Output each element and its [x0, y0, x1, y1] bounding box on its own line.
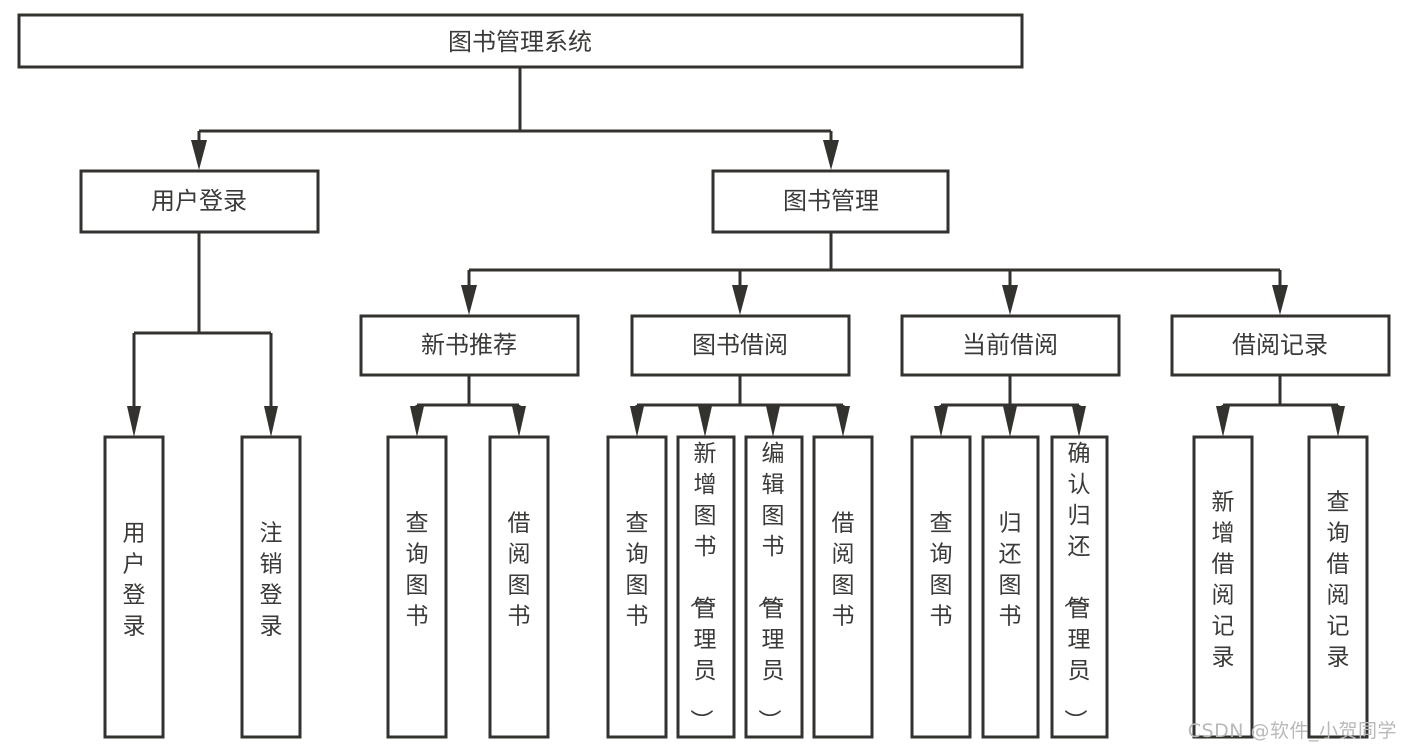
node-leaf-logout-box[interactable]: [240, 435, 302, 739]
arrow-to-leaf-return-book: [1003, 406, 1017, 437]
node-user-login-box[interactable]: [79, 169, 320, 234]
node-leaf-edit-book-label: 编辑图书（管理员）: [756, 441, 785, 732]
node-book-borrow-label: 图书借阅: [692, 331, 788, 359]
node-leaf-query-record[interactable]: 查询借阅记录: [1307, 435, 1369, 739]
node-root-box[interactable]: [17, 13, 1024, 69]
edge-group-userlogin-to-leaves: [127, 232, 278, 437]
node-leaf-add-record-label: 新增借阅记录: [1212, 490, 1235, 671]
node-leaf-query-book-borrow-label: 查询图书: [626, 511, 649, 630]
node-root-label: 图书管理系统: [448, 28, 592, 56]
arrow-to-leaf-query-record: [1331, 406, 1345, 437]
node-leaf-borrow-book-rec[interactable]: 借阅图书: [488, 435, 550, 739]
node-leaf-return-book-box[interactable]: [981, 435, 1040, 739]
node-new-book-recommend-label: 新书推荐: [421, 331, 517, 359]
node-leaf-query-book-rec[interactable]: 查询图书: [386, 435, 448, 739]
node-leaf-confirm-return-box[interactable]: [1050, 435, 1109, 739]
node-current-borrow[interactable]: 当前借阅: [900, 314, 1121, 377]
node-leaf-logout-label: 注销登录: [260, 521, 283, 640]
node-book-borrow[interactable]: 图书借阅: [630, 314, 851, 377]
arrow-to-book-borrow: [732, 285, 748, 315]
arrow-to-current-borrow: [1002, 285, 1018, 315]
arrow-to-leaf-query-book-3: [934, 406, 948, 437]
node-leaf-add-book-box[interactable]: [676, 435, 736, 739]
edge-group-newbookrec-to-leaves: [410, 375, 526, 437]
edge-group-root-to-level2: [191, 67, 839, 170]
node-current-borrow-box[interactable]: [900, 314, 1121, 377]
node-leaf-confirm-return-label: 确认归还（管理员）: [1062, 441, 1091, 732]
node-leaf-user-login-box[interactable]: [103, 435, 165, 739]
arrow-to-leaf-add-book: [698, 406, 712, 437]
arrow-to-leaf-query-book-2: [630, 406, 644, 437]
node-borrow-record[interactable]: 借阅记录: [1170, 314, 1391, 377]
node-leaf-user-login-label: 用户登录: [123, 521, 146, 640]
arrow-to-leaf-logout: [264, 406, 278, 437]
arrow-to-book-mgmt: [823, 140, 839, 170]
edge-group-currentborrow-to-leaves: [934, 375, 1086, 437]
arrow-to-new-book-rec: [461, 285, 477, 315]
arrow-to-leaf-add-record: [1216, 406, 1230, 437]
node-leaf-borrow-book-rec-box[interactable]: [488, 435, 550, 739]
node-book-management-box[interactable]: [711, 169, 950, 234]
arrow-to-user-login: [191, 140, 207, 170]
node-borrow-record-label: 借阅记录: [1232, 331, 1328, 359]
arrow-to-leaf-query-book-1: [410, 406, 424, 437]
node-leaf-user-login[interactable]: 用户登录: [103, 435, 165, 739]
node-book-management-label: 图书管理: [783, 187, 879, 215]
arrow-to-leaf-edit-book: [766, 406, 780, 437]
node-leaf-borrow-book-rec-label: 借阅图书: [508, 511, 531, 630]
arrow-to-leaf-user-login: [127, 406, 141, 437]
arrow-to-leaf-borrow-book-2: [836, 406, 850, 437]
node-leaf-add-record[interactable]: 新增借阅记录: [1192, 435, 1254, 739]
node-leaf-add-book[interactable]: 新增图书（管理员）: [676, 435, 736, 739]
node-leaf-add-book-label: 新增图书（管理员）: [688, 441, 717, 732]
node-leaf-return-book[interactable]: 归还图书: [981, 435, 1040, 739]
node-leaf-query-book-current[interactable]: 查询图书: [910, 435, 972, 739]
node-leaf-edit-book[interactable]: 编辑图书（管理员）: [744, 435, 804, 739]
node-book-borrow-box[interactable]: [630, 314, 851, 377]
arrow-to-leaf-confirm-return: [1072, 406, 1086, 437]
node-leaf-query-book-borrow-box[interactable]: [606, 435, 668, 739]
node-new-book-recommend-box[interactable]: [359, 314, 580, 377]
arrow-to-leaf-borrow-book-1: [512, 406, 526, 437]
node-leaf-add-record-box[interactable]: [1192, 435, 1254, 739]
node-root-system[interactable]: 图书管理系统: [17, 13, 1024, 69]
node-leaf-borrow-book-borrow-box[interactable]: [812, 435, 874, 739]
arrow-to-borrow-record: [1272, 285, 1288, 315]
node-leaf-borrow-book-borrow[interactable]: 借阅图书: [812, 435, 874, 739]
edge-group-bookmgmt-to-level3: [461, 232, 1288, 315]
node-leaf-query-record-label: 查询借阅记录: [1327, 490, 1350, 671]
node-leaf-query-book-current-label: 查询图书: [930, 511, 953, 630]
node-leaf-edit-book-box[interactable]: [744, 435, 804, 739]
node-current-borrow-label: 当前借阅: [962, 331, 1058, 359]
node-leaf-query-book-rec-label: 查询图书: [406, 511, 429, 630]
node-leaf-logout[interactable]: 注销登录: [240, 435, 302, 739]
node-leaf-query-record-box[interactable]: [1307, 435, 1369, 739]
node-user-login-label: 用户登录: [151, 187, 247, 215]
edge-group-borrowrecord-to-leaves: [1216, 375, 1345, 437]
node-leaf-query-book-borrow[interactable]: 查询图书: [606, 435, 668, 739]
node-leaf-query-book-rec-box[interactable]: [386, 435, 448, 739]
node-book-management[interactable]: 图书管理: [711, 169, 950, 234]
node-leaf-borrow-book-borrow-label: 借阅图书: [832, 511, 855, 630]
node-borrow-record-box[interactable]: [1170, 314, 1391, 377]
node-user-login[interactable]: 用户登录: [79, 169, 320, 234]
node-leaf-query-book-current-box[interactable]: [910, 435, 972, 739]
node-leaf-confirm-return[interactable]: 确认归还（管理员）: [1050, 435, 1109, 739]
node-leaf-return-book-label: 归还图书: [999, 511, 1022, 630]
node-new-book-recommend[interactable]: 新书推荐: [359, 314, 580, 377]
edge-group-bookborrow-to-leaves: [630, 375, 850, 437]
